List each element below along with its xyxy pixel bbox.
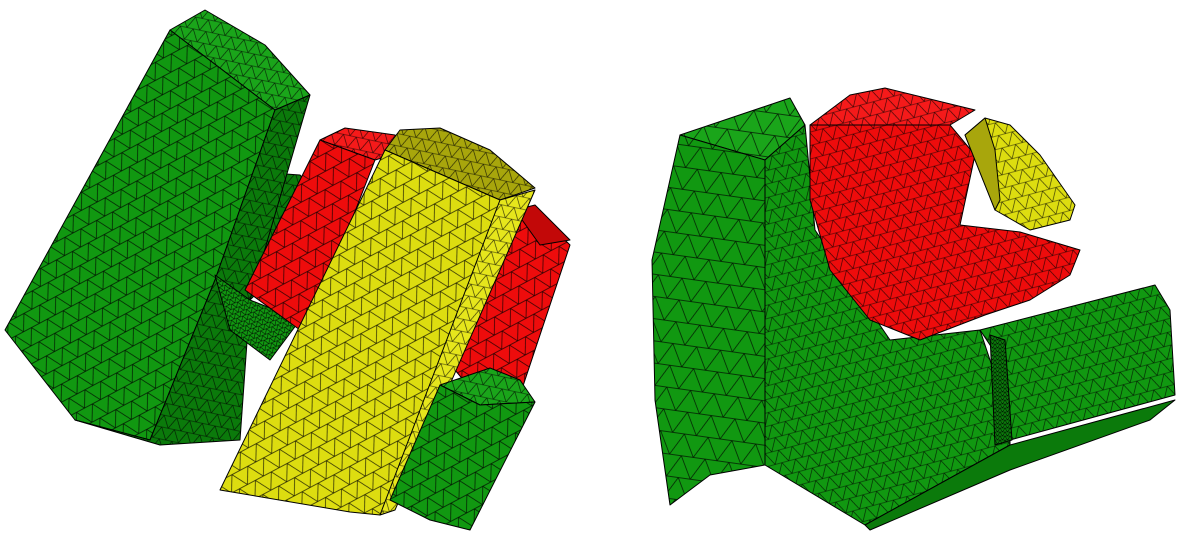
- inner-body-right: [964, 117, 1076, 231]
- right-mesh-view: [651, 87, 1176, 531]
- outer-body-left: [4, 9, 311, 446]
- outer-body-right: [651, 97, 1176, 531]
- inner-right-cap-face: [964, 117, 1001, 211]
- outer-body-lower: [389, 367, 536, 531]
- middle-body-right: [809, 87, 1081, 341]
- left-mesh-view: [4, 9, 571, 531]
- outer-right-bottom-face: [864, 399, 1176, 531]
- middle-right-top-face: [514, 204, 571, 246]
